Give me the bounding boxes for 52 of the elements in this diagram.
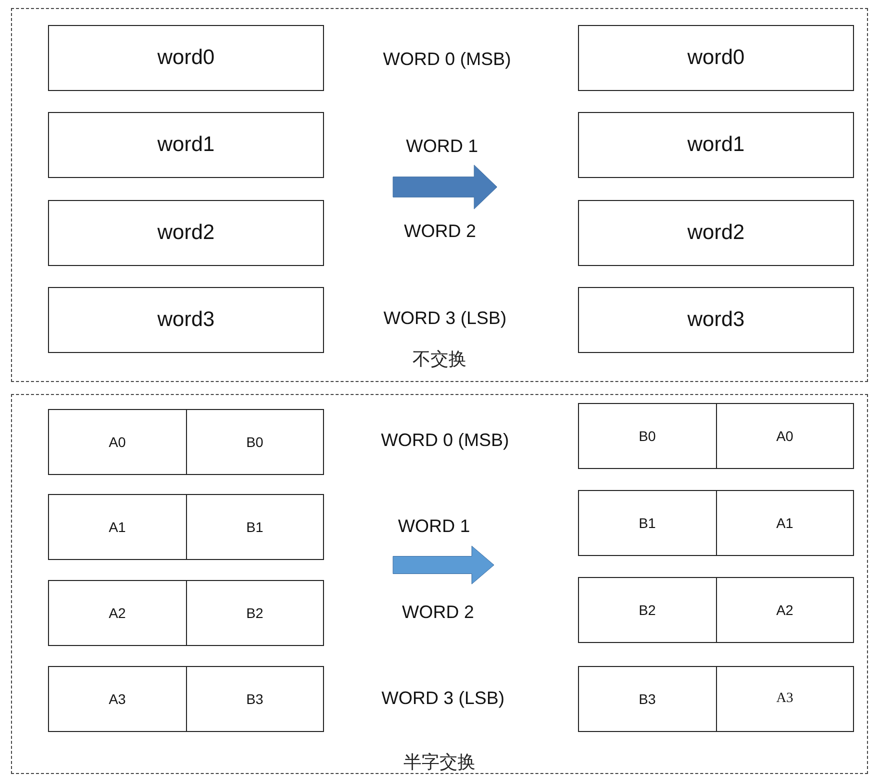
split-word-box: [578, 403, 854, 469]
half-word-text: B3: [246, 691, 264, 707]
half-word-text: B1: [246, 519, 264, 535]
split-word-box: [578, 577, 854, 643]
word-box: [578, 25, 854, 91]
half-word-text: A1: [108, 519, 126, 535]
split-word-box: [48, 666, 324, 732]
word-label: WORD 1: [406, 136, 478, 157]
half-word-text: B0: [246, 434, 264, 450]
word-label: WORD 1: [398, 516, 470, 537]
word-box: [578, 200, 854, 266]
half-word-text: B1: [638, 515, 656, 531]
half-word-text: A2: [776, 602, 794, 618]
word-box: [578, 112, 854, 178]
word-label: WORD 2: [404, 221, 476, 242]
half-word-text: B2: [638, 602, 656, 618]
word-text: word3: [687, 308, 745, 332]
half-word-text: B0: [638, 428, 656, 444]
split-word-box: [48, 494, 324, 560]
panel-caption: 半字交换: [402, 751, 476, 774]
word-box: [48, 25, 324, 91]
word-label: WORD 3 (LSB): [382, 688, 504, 709]
dashed-panel: [11, 394, 868, 774]
word-text: word1: [687, 133, 745, 157]
word-box: [48, 287, 324, 353]
half-word-text: A0: [108, 434, 126, 450]
dashed-panel: [11, 8, 868, 382]
half-word-text: B2: [246, 605, 264, 621]
word-text: word2: [157, 221, 215, 245]
word-box: [48, 200, 324, 266]
split-word-box: [578, 666, 854, 732]
word-label: WORD 3 (LSB): [384, 308, 506, 329]
word-box: [48, 112, 324, 178]
word-text: word3: [157, 308, 215, 332]
word-text: word1: [157, 133, 215, 157]
word-label: WORD 0 (MSB): [383, 49, 511, 70]
half-word-text: A1: [776, 515, 794, 531]
word-box: [578, 287, 854, 353]
half-word-text: A3: [108, 691, 126, 707]
half-word-text: B3: [638, 691, 656, 707]
split-word-box: [578, 490, 854, 556]
split-word-box: [48, 409, 324, 475]
half-word-text: A2: [108, 605, 126, 621]
split-word-box: [48, 580, 324, 646]
word-label: WORD 0 (MSB): [381, 430, 509, 451]
word-label: WORD 2: [402, 602, 474, 623]
half-word-text: A3: [776, 691, 794, 707]
word-text: word0: [687, 46, 745, 70]
word-text: word2: [687, 221, 745, 245]
word-text: word0: [157, 46, 215, 70]
panel-caption: 不交换: [412, 348, 468, 371]
half-word-text: A0: [776, 428, 794, 444]
